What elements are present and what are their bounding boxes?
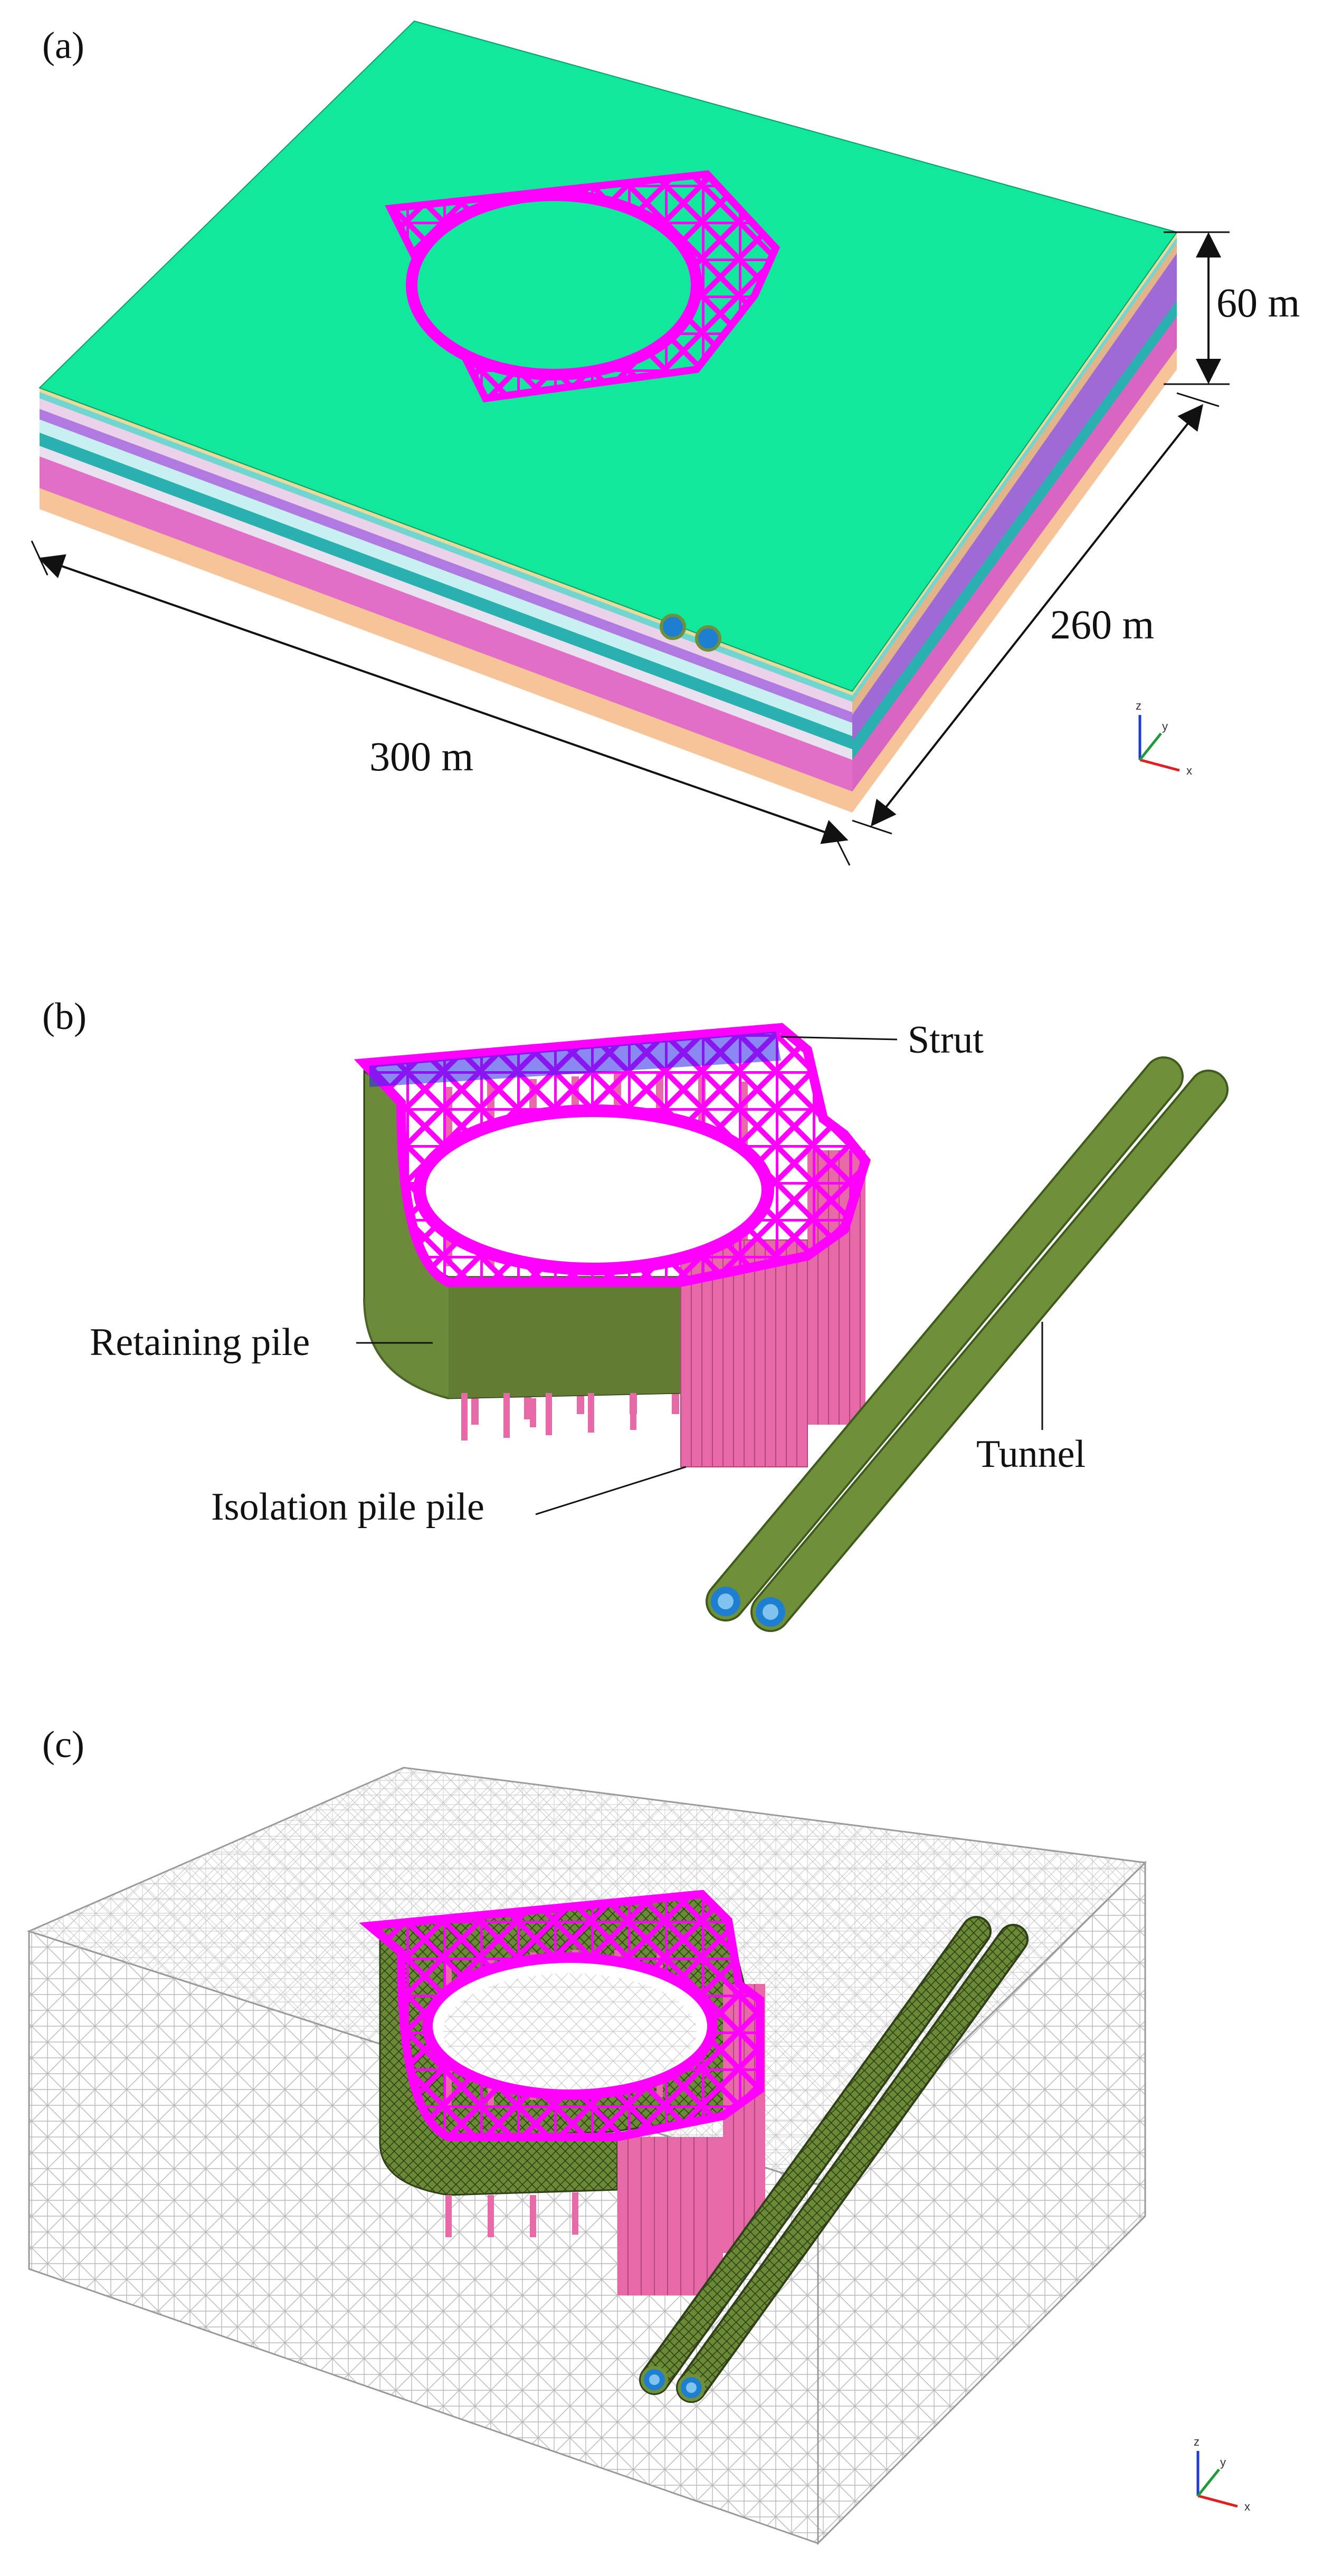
twin-tunnels <box>706 1056 1229 1632</box>
panel-b-label: (b) <box>42 995 87 1037</box>
tunnel-label: Tunnel <box>976 1433 1086 1476</box>
meshed-strut-frame <box>359 1890 764 2141</box>
callout-tunnel: Tunnel <box>976 1322 1086 1476</box>
axis-x-label-c: x <box>1244 2500 1250 2513</box>
panel-a: (a) <box>31 20 1300 866</box>
excavation-opening <box>406 189 702 380</box>
axis-triad-c: z y x <box>1194 2435 1250 2513</box>
callout-strut: Strut <box>781 1018 984 1062</box>
axis-z-label: z <box>1136 699 1141 712</box>
axis-y-label-c: y <box>1220 2456 1226 2469</box>
width-dimension: 260 m <box>852 392 1220 835</box>
height-label: 60 m <box>1216 280 1300 326</box>
callout-isolation-pile: Isolation pile pile <box>211 1466 687 1529</box>
panel-a-label: (a) <box>42 24 84 66</box>
axis-x-label: x <box>1186 764 1192 777</box>
width-label: 260 m <box>1050 602 1154 647</box>
length-label: 300 m <box>369 733 473 779</box>
meshed-tunnels <box>639 1916 1029 2403</box>
strut-plan-outline <box>385 170 781 403</box>
panel-c-label: (c) <box>42 1723 84 1766</box>
strut-frame <box>354 1023 871 1287</box>
excavation-ring <box>413 1104 774 1275</box>
axis-y-label: y <box>1162 720 1168 733</box>
base-piles <box>461 1393 636 1440</box>
strut-label: Strut <box>908 1018 984 1062</box>
retaining-pile-label: Retaining pile <box>90 1321 310 1364</box>
axis-triad-a: z y x <box>1136 699 1192 777</box>
length-dimension: 300 m <box>31 540 851 866</box>
callout-retaining-pile: Retaining pile <box>90 1321 433 1364</box>
panel-b: (b) <box>42 995 1229 1632</box>
panel-c: (c) <box>26 1723 1250 2545</box>
axis-z-label-c: z <box>1194 2435 1200 2448</box>
isolation-pile-label: Isolation pile pile <box>211 1485 484 1529</box>
height-dimension: 60 m <box>1164 231 1300 385</box>
